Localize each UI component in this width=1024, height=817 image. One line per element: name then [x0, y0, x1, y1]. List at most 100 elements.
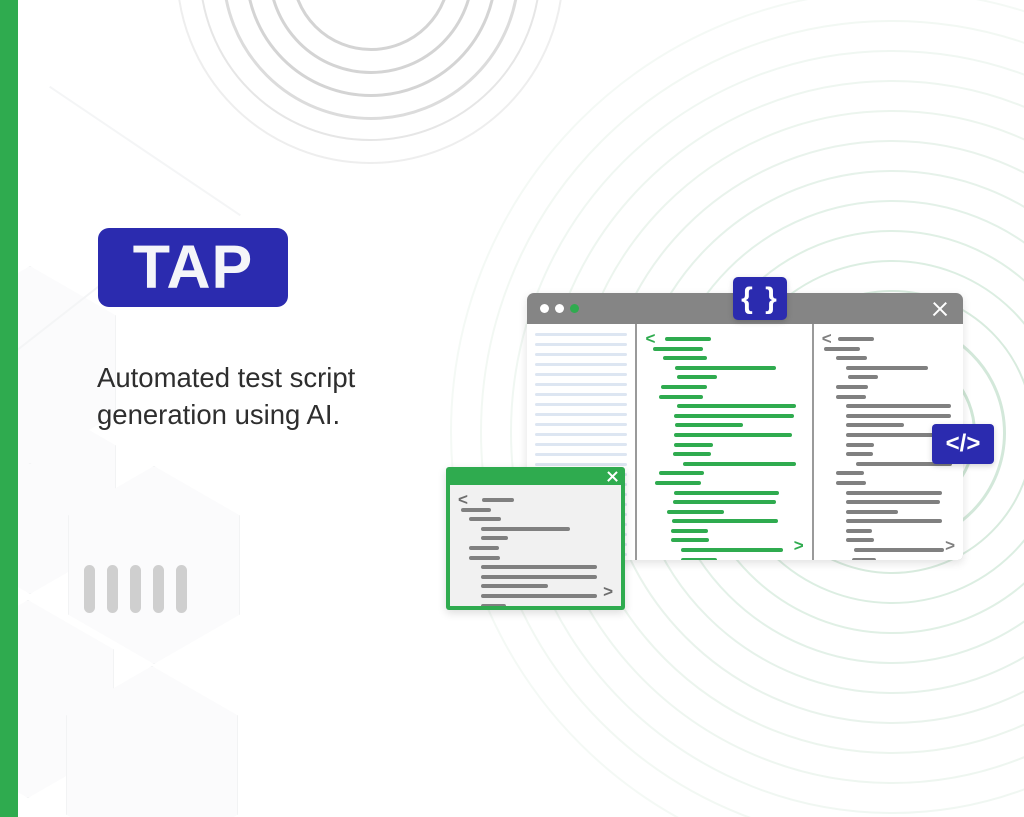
code-line [837, 337, 874, 341]
decor-bar [176, 565, 187, 613]
green-popup-window: < > [446, 467, 625, 610]
popup-titlebar [446, 467, 625, 485]
code-line [677, 404, 797, 409]
tap-logo-badge: TAP [98, 228, 288, 307]
code-line [845, 528, 872, 533]
ring-gray [268, 0, 474, 74]
angle-open-icon: < [821, 329, 832, 348]
code-line [481, 584, 548, 589]
code-line [674, 442, 714, 447]
outline-rule [535, 393, 628, 396]
code-line [653, 346, 704, 351]
ring-gray [176, 0, 564, 164]
tagline: Automated test script generation using A… [97, 359, 427, 433]
code-line [675, 423, 744, 428]
code-line [481, 565, 597, 570]
code-line [845, 452, 873, 457]
outline-rule [535, 353, 628, 356]
code-line [674, 490, 780, 495]
outline-rule [535, 443, 628, 446]
code-line [469, 555, 500, 560]
code-line [469, 545, 499, 550]
code-pane-green[interactable]: < > [637, 324, 812, 560]
angle-open-icon: < [645, 329, 656, 348]
code-line [655, 480, 702, 485]
code-line [675, 365, 777, 370]
code-line [835, 356, 867, 361]
code-line [667, 509, 725, 514]
angle-open-icon: < [458, 490, 468, 509]
ring-gray [245, 0, 497, 97]
code-line [845, 442, 874, 447]
tagline-line-1: Automated test script [97, 362, 356, 393]
code-line [823, 346, 860, 351]
traffic-light-dot-3[interactable] [570, 304, 579, 313]
bar-decoration [84, 565, 187, 613]
outline-rule [535, 453, 628, 456]
code-line [461, 507, 491, 512]
traffic-light-dot-2[interactable] [555, 304, 564, 313]
outline-rule [535, 373, 628, 376]
code-line [835, 394, 866, 399]
code-lines-green: < > [637, 324, 811, 560]
code-line [845, 538, 874, 543]
code-line [845, 519, 942, 524]
code-line [673, 452, 712, 457]
outline-rule [535, 403, 628, 406]
outline-rule [535, 423, 628, 426]
code-line [482, 498, 514, 502]
code-line [481, 593, 597, 598]
angle-close-icon: > [603, 582, 613, 601]
code-line [835, 480, 866, 485]
decor-bar [153, 565, 164, 613]
green-accent-rail [0, 0, 18, 817]
code-line [845, 423, 904, 428]
outline-rule [535, 333, 628, 336]
code-tag-badge: </> [932, 424, 994, 464]
outline-rule [535, 363, 628, 366]
outline-rule [535, 413, 628, 416]
code-line [677, 375, 718, 380]
code-line [681, 557, 718, 560]
code-line [481, 603, 506, 606]
decor-bar [130, 565, 141, 613]
code-line [672, 519, 779, 524]
ring-gray [222, 0, 520, 120]
code-line [683, 461, 797, 466]
code-line [481, 574, 597, 579]
code-lines-popup: < > [450, 485, 621, 606]
code-tag-icon: </> [945, 430, 981, 457]
code-line [659, 471, 705, 476]
code-line [665, 337, 712, 341]
code-line [674, 413, 795, 418]
code-line [835, 384, 868, 389]
code-line [845, 404, 951, 409]
window-traffic-lights [540, 304, 579, 313]
code-line [845, 509, 898, 514]
code-line [855, 461, 952, 466]
code-line [661, 384, 708, 389]
ring-gray [291, 0, 451, 51]
decor-bar [84, 565, 95, 613]
code-line [481, 526, 570, 531]
code-line [671, 538, 710, 543]
code-line [845, 500, 940, 505]
traffic-light-dot-1[interactable] [540, 304, 549, 313]
tap-logo-label: TAP [132, 233, 254, 301]
json-braces-badge: { } [733, 277, 787, 320]
code-line [847, 375, 878, 380]
close-icon[interactable] [606, 470, 619, 483]
hexagon-watermark [66, 666, 238, 817]
outline-rule [535, 433, 628, 436]
code-line [469, 517, 501, 522]
code-line [659, 394, 704, 399]
ring-gray [199, 0, 541, 141]
code-line [845, 413, 951, 418]
code-line [673, 500, 777, 505]
code-line [845, 432, 952, 437]
close-icon[interactable] [931, 300, 949, 318]
popup-body[interactable]: < > [450, 485, 621, 606]
angle-close-icon: > [945, 536, 955, 555]
code-line [851, 557, 876, 560]
